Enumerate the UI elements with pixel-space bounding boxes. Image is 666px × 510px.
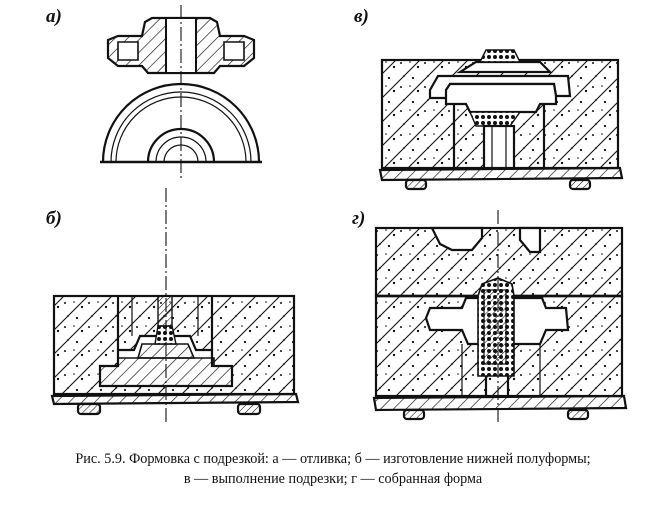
figure-caption: Рис. 5.9. Формовка с подрезкой: а — отли… (8, 449, 658, 489)
panel-a-casting: а) (46, 5, 262, 178)
panel-label-g: г) (352, 208, 365, 229)
panel-g-assembled-mold: г) (352, 208, 628, 424)
panel-label-v: в) (354, 6, 369, 27)
caption-line-2: в — выполнение подрезки; г — собранная ф… (183, 471, 483, 487)
panel-v-undercut: в) (354, 6, 624, 191)
caption-line-1: Рис. 5.9. Формовка с подрезкой: а — отли… (75, 451, 591, 467)
panel-b-lower-half-mold: б) (46, 188, 300, 424)
panel-label-b: б) (46, 208, 62, 229)
panel-label-a: а) (46, 6, 62, 27)
